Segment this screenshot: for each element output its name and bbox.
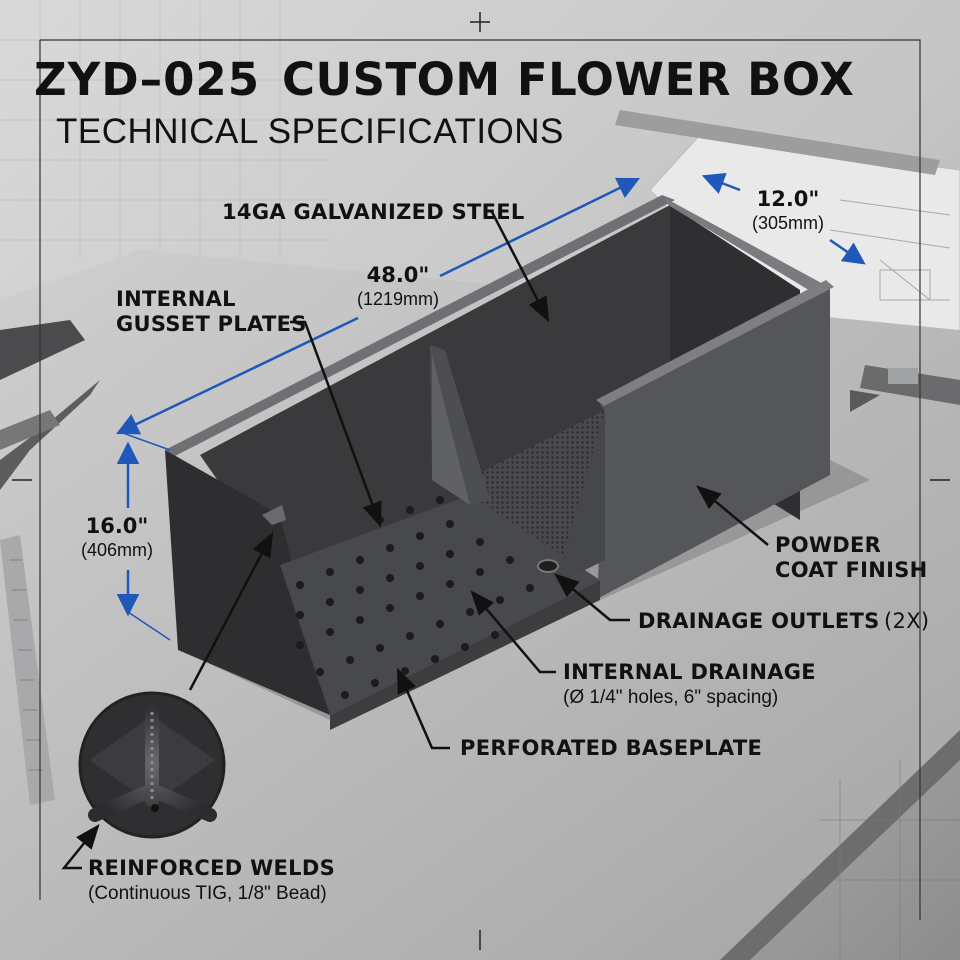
front-wall-slope (555, 410, 605, 585)
dim-height-value: 16.0" (85, 514, 149, 538)
callout-gusset-line2: GUSSET PLATES (116, 312, 307, 336)
dim-length-metric: (1219mm) (356, 289, 440, 309)
callout-steel: 14GA GALVANIZED STEEL (222, 200, 525, 224)
dim-length-value: 48.0" (366, 263, 430, 287)
dim-line-length-a (115, 316, 359, 435)
dim-width-value: 12.0" (756, 187, 820, 211)
floor-grid (800, 760, 960, 960)
front-wall-outer (595, 285, 830, 600)
front-wall-lip (596, 280, 834, 406)
callout-powder-line1: POWDER (775, 533, 882, 557)
pliers-tool (0, 320, 100, 490)
far-wall-lip (165, 195, 675, 456)
ruler-top (615, 110, 940, 175)
left-end-lip (262, 505, 286, 525)
ruler-left (0, 535, 55, 805)
gusset-plate-face (432, 355, 470, 505)
caliper-tool (850, 365, 960, 412)
dim-line-length-b (439, 177, 641, 278)
product-code: ZYD–025 (34, 53, 261, 106)
leader-outlets (554, 573, 630, 622)
leader-drainage (470, 590, 556, 674)
callout-gusset-line1: INTERNAL (116, 287, 236, 311)
leader-powder (696, 485, 769, 546)
callout-outlets: DRAINAGE OUTLETS (2X) (638, 610, 929, 633)
dim-height-metric: (406mm) (80, 540, 153, 560)
page-subtitle: TECHNICAL SPECIFICATIONS (56, 112, 564, 151)
dim-line-width-b (829, 238, 866, 265)
callout-welds: REINFORCED WELDS (88, 856, 336, 880)
back-wall-lip (665, 198, 825, 292)
dim-line-width-a (701, 172, 741, 194)
callout-welds-detail: (Continuous TIG, 1/8" Bead) (88, 883, 327, 904)
perforated-baseplate (280, 495, 600, 715)
gusset-plate (430, 345, 490, 505)
dim-width-metric: (305mm) (751, 213, 824, 233)
callout-drainage: INTERNAL DRAINAGE (563, 660, 816, 684)
frame-lines (39, 39, 921, 920)
callout-outlets-label: DRAINAGE OUTLETS (638, 609, 880, 633)
leader-welds (61, 824, 100, 870)
crosshairs (12, 12, 950, 950)
leader-welds-up (188, 531, 274, 691)
blueprint-lines (829, 199, 951, 301)
weld-detail-inset (78, 691, 226, 839)
callout-outlets-qty: (2X) (884, 609, 930, 633)
callout-drainage-detail: (Ø 1/4" holes, 6" spacing) (563, 687, 779, 708)
callout-baseplate: PERFORATED BASEPLATE (460, 736, 763, 760)
leader-baseplate (396, 667, 450, 750)
callout-powder-line2: COAT FINISH (775, 558, 928, 582)
product-title: CUSTOM FLOWER BOX (282, 53, 855, 106)
drainage-outlet (537, 559, 559, 573)
leader-gusset (290, 320, 382, 528)
perforation-holes (296, 496, 534, 699)
leader-steel (490, 211, 550, 323)
